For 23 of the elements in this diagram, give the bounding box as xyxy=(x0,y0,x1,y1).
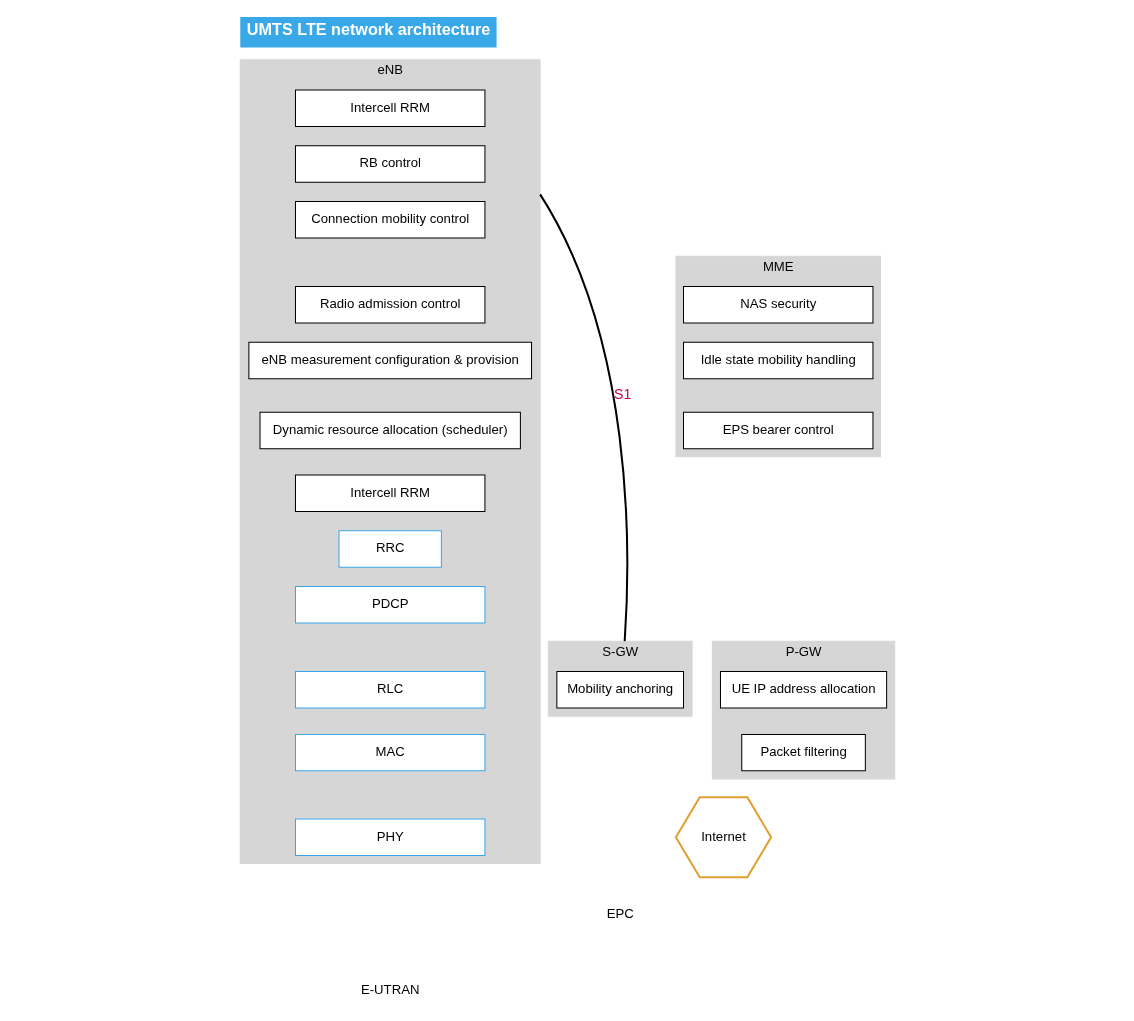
node-box: RRC xyxy=(338,529,442,568)
node-box: Dynamic resource allocation (scheduler) xyxy=(259,411,521,449)
node-box: PDCP xyxy=(294,585,485,623)
diagram-title: UMTS LTE network architecture xyxy=(246,19,490,38)
node-box: Intercell RRM xyxy=(294,474,485,512)
edge-label: S1 xyxy=(613,385,631,402)
node-box: PHY xyxy=(294,818,485,856)
node-box: Intercell RRM xyxy=(294,89,485,127)
node-box: Connection mobility control xyxy=(294,200,485,238)
node-box: Idle state mobility handling xyxy=(682,341,873,379)
label: E-UTRAN xyxy=(360,981,419,997)
node-box: eNB measurement configuration & provision xyxy=(247,341,532,379)
connector xyxy=(538,193,628,641)
node-box: NAS security xyxy=(682,285,873,324)
node-box: EPS bearer control xyxy=(682,411,873,449)
node-box: RB control xyxy=(294,144,485,183)
node-box: RLC xyxy=(294,670,485,709)
node-box: MAC xyxy=(294,733,485,771)
node-box: Mobility anchoring xyxy=(555,670,684,709)
node-box: Radio admission control xyxy=(294,285,485,324)
node-box: UE IP address allocation xyxy=(719,670,887,709)
node-box: Packet filtering xyxy=(740,733,866,771)
label: EPC xyxy=(606,905,634,921)
